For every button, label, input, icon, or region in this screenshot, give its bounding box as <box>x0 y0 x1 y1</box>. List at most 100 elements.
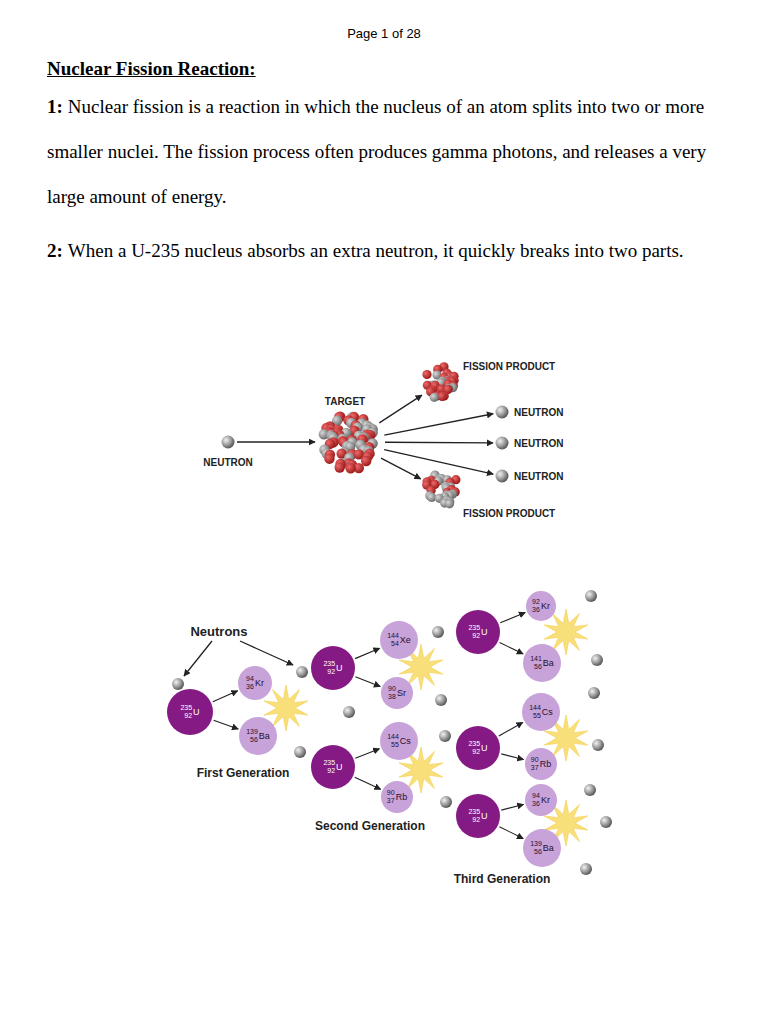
mass-number: 235 <box>468 808 480 816</box>
neutron-ball <box>591 654 603 666</box>
isotope-numbers: 23592 <box>468 740 480 756</box>
isotope-numbers: 14454 <box>387 632 399 648</box>
isotope-numbers: 13956 <box>246 728 258 744</box>
isotope-numbers: 13956 <box>530 840 542 856</box>
node-shape <box>317 409 383 475</box>
isotope-notation: 9037Rb <box>525 748 557 780</box>
element-symbol: Kr <box>255 678 264 688</box>
isotope-numbers: 14455 <box>387 733 399 749</box>
body-text: When a U-235 nucleus absorbs an extra ne… <box>68 240 684 261</box>
element-symbol: Ba <box>259 731 270 741</box>
paragraph: 1:Nuclear fission is a reaction in which… <box>47 84 727 219</box>
neutron-ball <box>343 706 355 718</box>
reaction-arrow <box>500 612 525 622</box>
neutrons-label: Neutrons <box>190 624 247 639</box>
neutron-ball <box>432 626 444 638</box>
part-label: NEUTRON <box>203 457 252 468</box>
page-header: Page 1 of 28 <box>0 26 768 41</box>
atomic-number: 92 <box>472 748 480 756</box>
generation-label: Second Generation <box>315 819 425 833</box>
fission-product: FISSION PRODUCT <box>420 468 464 512</box>
isotope-numbers: 14455 <box>529 704 541 720</box>
product-nucleus: 9038Sr <box>381 677 413 709</box>
isotope-numbers: 23592 <box>323 759 335 775</box>
neutron-ball <box>439 730 451 742</box>
atomic-number: 37 <box>387 797 395 805</box>
isotope-numbers: 9037 <box>531 756 539 772</box>
reaction-arrow <box>355 677 380 687</box>
part-label: FISSION PRODUCT <box>463 508 555 519</box>
reaction-arrow <box>385 442 493 444</box>
part-label: NEUTRON <box>514 407 563 418</box>
product-nucleus: 14455Cs <box>380 722 418 760</box>
neutron-ball <box>585 590 597 602</box>
reaction-arrow <box>214 720 239 729</box>
uranium-nucleus: 23592U <box>311 646 355 690</box>
mass-number: 144 <box>387 632 399 640</box>
neutron: NEUTRON <box>221 435 235 449</box>
reaction-arrow <box>381 458 421 479</box>
generation-label: Third Generation <box>454 872 551 886</box>
element-symbol: U <box>336 663 343 673</box>
product-nucleus: 13956Ba <box>239 717 277 755</box>
atomic-number: 92 <box>327 767 335 775</box>
part-label: FISSION PRODUCT <box>463 361 555 372</box>
part-label: TARGET <box>325 396 365 407</box>
proton <box>437 392 446 401</box>
element-symbol: Ba <box>543 658 554 668</box>
mass-number: 235 <box>323 660 335 668</box>
element-symbol: Kr <box>541 795 550 805</box>
node-shape <box>495 405 509 419</box>
product-nucleus: 9037Rb <box>525 748 557 780</box>
reaction-arrow <box>501 804 523 810</box>
element-symbol: Cs <box>542 707 553 717</box>
neutron-ball <box>296 666 308 678</box>
isotope-notation: 23592U <box>311 745 355 789</box>
isotope-notation: 13956Ba <box>523 829 561 867</box>
mass-number: 90 <box>388 685 396 693</box>
product-nucleus: 9236Kr <box>526 591 556 621</box>
atomic-number: 36 <box>532 606 540 614</box>
isotope-notation: 14454Xe <box>380 621 418 659</box>
target-nucleus: TARGET <box>317 409 383 475</box>
mass-number: 94 <box>246 675 254 683</box>
isotope-numbers: 14156 <box>530 655 542 671</box>
isotope-notation: 23592U <box>167 689 213 735</box>
heading: Nuclear Fission Reaction: <box>47 58 256 80</box>
neutron: NEUTRON <box>495 469 509 483</box>
product-nucleus: 9436Kr <box>525 784 557 816</box>
atomic-number: 92 <box>184 712 192 720</box>
mass-number: 144 <box>529 704 541 712</box>
element-symbol: U <box>481 743 488 753</box>
node-shape <box>420 468 464 512</box>
isotope-numbers: 9037 <box>387 789 395 805</box>
neutron-ball <box>440 796 452 808</box>
isotope-numbers: 9038 <box>388 685 396 701</box>
isotope-notation: 14455Cs <box>380 722 418 760</box>
isotope-numbers: 23592 <box>323 660 335 676</box>
mass-number: 94 <box>532 792 540 800</box>
neutron: NEUTRON <box>495 436 509 450</box>
mass-number: 90 <box>387 789 395 797</box>
atomic-number: 36 <box>246 683 254 691</box>
element-symbol: U <box>481 627 488 637</box>
element-symbol: U <box>193 707 200 717</box>
mass-number: 92 <box>532 598 540 606</box>
atomic-number: 37 <box>531 764 539 772</box>
reaction-arrow <box>500 642 523 653</box>
part-label: NEUTRON <box>514 438 563 449</box>
product-nucleus: 13956Ba <box>523 829 561 867</box>
reaction-arrow <box>355 749 379 759</box>
product-nucleus: 14454Xe <box>380 621 418 659</box>
paragraph: 2:When a U-235 nucleus absorbs an extra … <box>47 228 727 273</box>
reaction-arrow <box>499 827 523 839</box>
isotope-notation: 23592U <box>456 726 500 770</box>
neutron-ball <box>584 784 596 796</box>
isotope-numbers: 23592 <box>468 624 480 640</box>
reaction-arrow <box>355 648 380 658</box>
neutron-ball <box>496 470 509 483</box>
proton <box>422 370 431 379</box>
neutron-ball <box>496 406 509 419</box>
isotope-notation: 14455Cs <box>522 693 560 731</box>
